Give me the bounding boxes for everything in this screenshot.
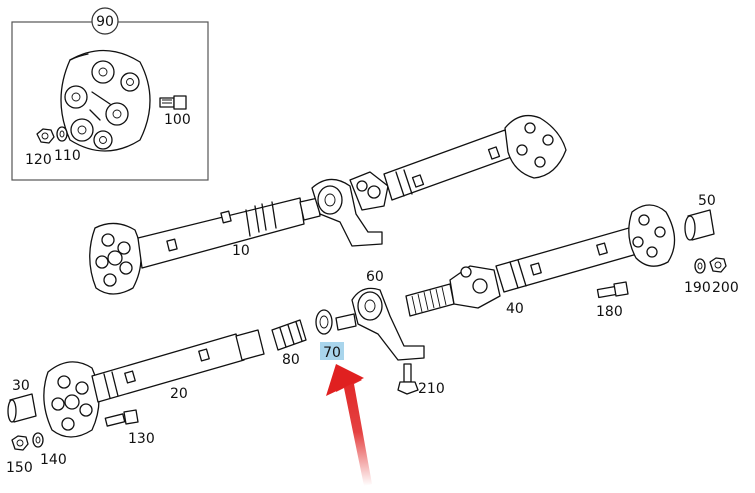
washer-110-icon (56, 126, 68, 142)
nut-150-icon: 150 (6, 435, 33, 476)
bolt-130-icon: 130 (104, 409, 155, 447)
label-10: 10 (232, 243, 250, 259)
center-bearing-60: 60 (335, 269, 425, 361)
label-80: 80 (282, 352, 300, 368)
label-180: 180 (596, 304, 623, 320)
label-200: 200 (712, 280, 739, 296)
driveshaft-10: 10 (89, 114, 567, 295)
label-70: 70 (323, 345, 341, 361)
bolt-180-icon: 180 (596, 281, 629, 320)
label-60: 60 (366, 269, 384, 285)
nut-200-icon: 200 (709, 257, 739, 296)
cap-30-icon: 30 (7, 378, 37, 423)
callout-90: 90 (96, 14, 114, 30)
label-40: 40 (506, 301, 524, 317)
label-140: 140 (40, 452, 67, 468)
label-210: 210 (418, 381, 445, 397)
label-50: 50 (698, 193, 716, 209)
washer-190-icon: 190 (684, 258, 711, 296)
label-130: 130 (128, 431, 155, 447)
driveshaft-20: 20 (43, 329, 265, 438)
label-110: 110 (54, 148, 81, 164)
label-20: 20 (170, 386, 188, 402)
cap-50-icon: 50 (684, 193, 716, 241)
driveshaft-40: 40 (405, 204, 676, 317)
highlight-70: 70 (320, 342, 344, 361)
red-pointer-arrow (326, 364, 372, 486)
label-30: 30 (12, 378, 30, 394)
washer-140-icon: 140 (32, 432, 67, 468)
nut-120-icon (36, 128, 55, 144)
bolt-100-icon (159, 95, 187, 110)
label-190: 190 (684, 280, 711, 296)
label-120: 120 (25, 152, 52, 168)
flex-disc-icon (60, 49, 151, 152)
bolt-210-icon: 210 (397, 363, 445, 397)
seal-ring-70-icon (315, 309, 333, 335)
inset-box: 90 100 110 120 (11, 7, 209, 181)
label-150: 150 (6, 460, 33, 476)
bellows-80-icon: 80 (271, 319, 307, 368)
label-100: 100 (164, 112, 191, 128)
